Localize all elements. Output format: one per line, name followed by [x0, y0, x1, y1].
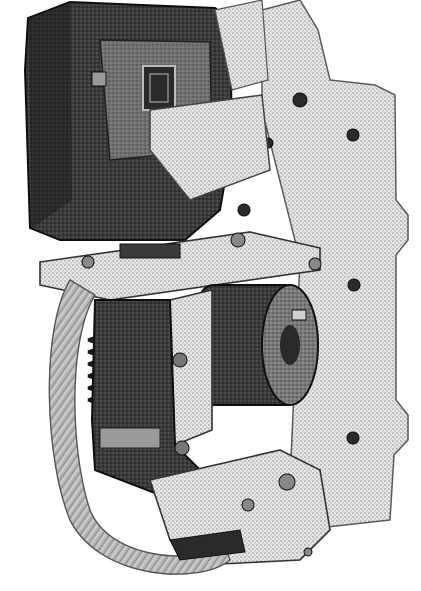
base-plate: [39, 231, 321, 301]
chute-bracket: [149, 94, 271, 201]
armature-nameplate: [99, 427, 161, 449]
arc-chute-label-inner: [149, 73, 169, 103]
bottom-clip: [169, 529, 246, 561]
base-hardware: [81, 232, 322, 271]
coil-yoke: [169, 288, 213, 447]
top-arm: [214, 0, 269, 91]
arc-chute-label: [142, 65, 176, 111]
lower-bolts: [241, 473, 313, 557]
arc-chute-clip: [91, 71, 107, 87]
coil: [199, 284, 319, 406]
arc-chute-side: [28, 2, 72, 228]
armature-bolts: [172, 352, 190, 456]
